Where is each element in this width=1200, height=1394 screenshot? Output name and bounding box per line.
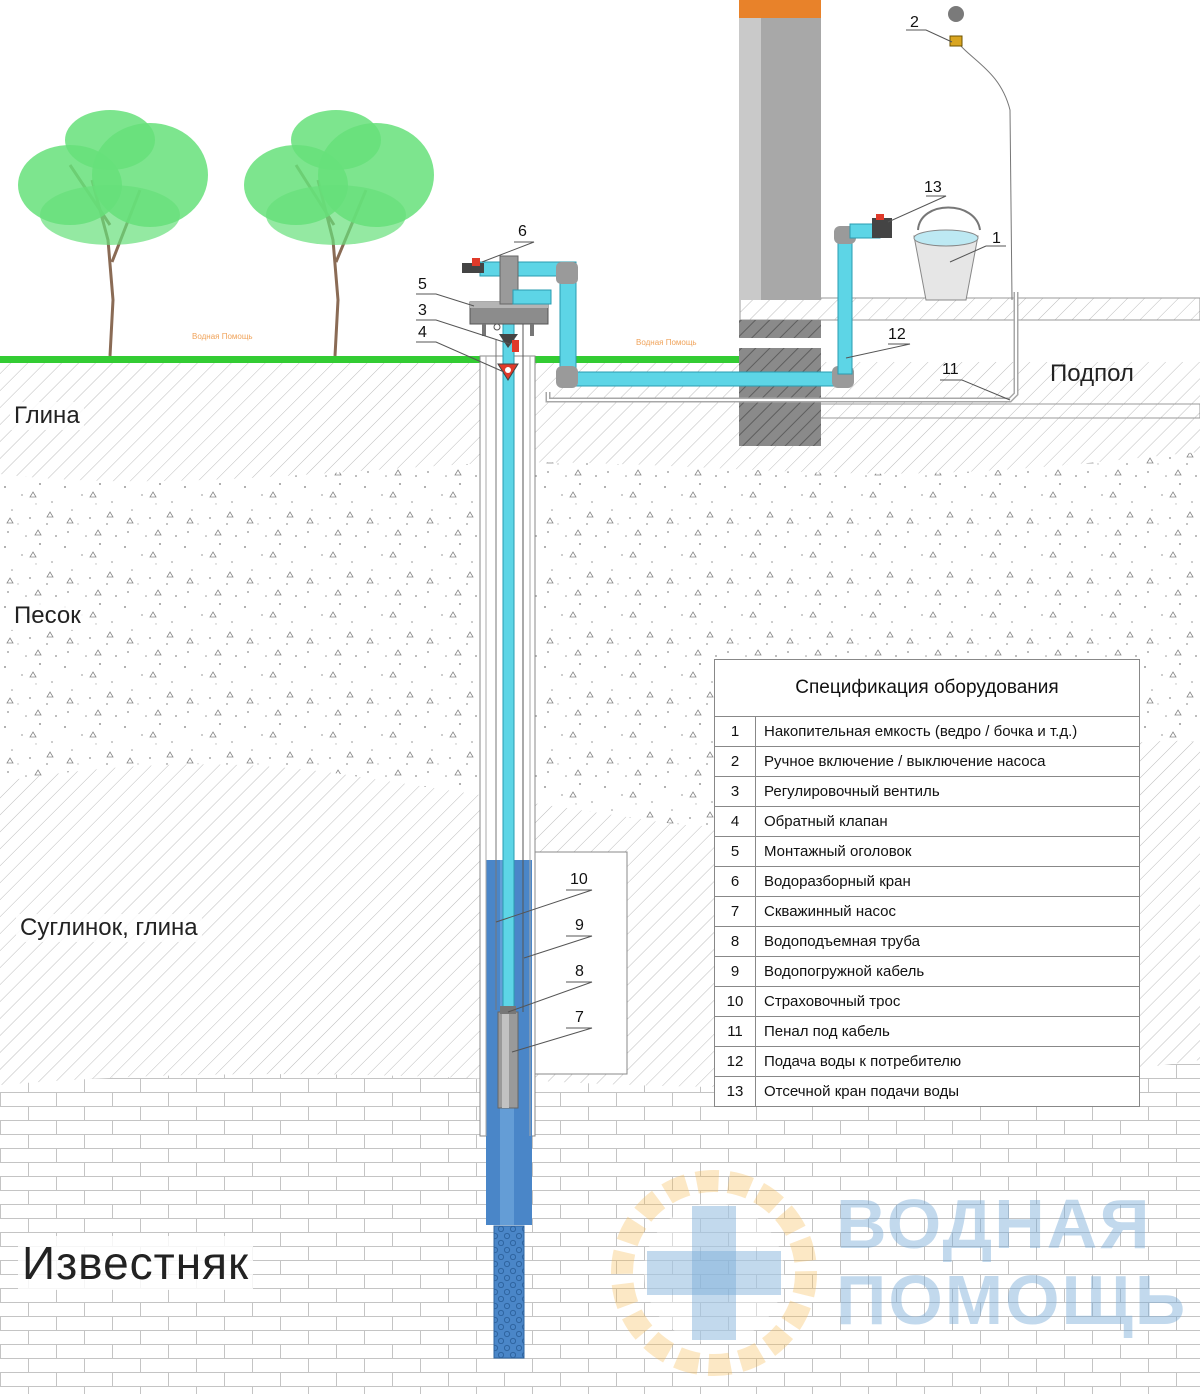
brand-logo-icon (611, 1170, 817, 1376)
callout-8: 8 (575, 963, 584, 980)
callout-3: 3 (418, 302, 427, 319)
spec-text: Подача воды к потребителю (755, 1046, 1140, 1077)
bucket-icon (913, 206, 981, 301)
tree-right (244, 110, 434, 357)
callout-13: 13 (924, 179, 942, 196)
brand-line-1: ВОДНАЯ (836, 1185, 1152, 1263)
foundation-lower (739, 348, 821, 446)
supply-line (556, 214, 892, 388)
submersible-pump (497, 1006, 519, 1109)
callout-7: 7 (575, 1009, 584, 1026)
spec-text: Монтажный оголовок (755, 836, 1140, 867)
callout-5: 5 (418, 276, 427, 293)
clay-layer-label: Глина (10, 402, 84, 430)
switch-cable (955, 39, 1013, 301)
spec-num: 13 (714, 1076, 756, 1107)
leader-lines (416, 29, 1011, 1053)
spec-text: Регулировочный вентиль (755, 776, 1140, 807)
switch-plug-icon (949, 35, 963, 47)
callout-2: 2 (910, 14, 919, 31)
loam-layer-label: Суглинок, глина (16, 914, 202, 942)
spec-text: Пенал под кабель (755, 1016, 1140, 1047)
spec-text: Водоподъемная труба (755, 926, 1140, 957)
spec-num: 6 (714, 866, 756, 897)
floor-slab (739, 297, 1200, 321)
callout-10: 10 (570, 871, 588, 888)
house (739, 0, 1200, 446)
spec-text: Накопительная емкость (ведро / бочка и т… (755, 716, 1140, 747)
spec-num: 9 (714, 956, 756, 987)
spec-num: 7 (714, 896, 756, 927)
callout-4: 4 (418, 324, 427, 341)
callout-9: 9 (575, 917, 584, 934)
filter-screen (493, 1225, 525, 1359)
spec-num: 1 (714, 716, 756, 747)
spec-num: 8 (714, 926, 756, 957)
small-watermark: Водная Помощь (192, 332, 253, 341)
callout-6: 6 (518, 223, 527, 240)
callout-1: 1 (992, 230, 1001, 247)
limestone-layer-label: Известняк (18, 1236, 254, 1290)
basement-label: Подпол (1050, 360, 1134, 387)
spec-text: Отсечной кран подачи воды (755, 1076, 1140, 1107)
callout-11: 11 (942, 361, 959, 378)
spec-text: Водопогружной кабель (755, 956, 1140, 987)
spec-text: Ручное включение / выключение насоса (755, 746, 1140, 777)
spec-num: 2 (714, 746, 756, 777)
callout-12: 12 (888, 326, 906, 343)
spec-num: 10 (714, 986, 756, 1017)
spec-num: 11 (714, 1016, 756, 1047)
lamp-icon (948, 6, 964, 22)
cable-niche (534, 851, 628, 1075)
head-pipework (462, 255, 578, 371)
spec-text: Обратный клапан (755, 806, 1140, 837)
spec-text: Страховочный трос (755, 986, 1140, 1017)
tree-left (18, 110, 208, 357)
spec-num: 5 (714, 836, 756, 867)
chimney-cap (739, 0, 821, 18)
spec-title: Спецификация оборудования (714, 659, 1140, 717)
chimney-shade (739, 10, 761, 300)
grass-line (0, 356, 740, 363)
sand-layer-label: Песок (10, 602, 85, 630)
regulating-valve (499, 334, 519, 352)
clay-layer (0, 362, 1200, 482)
spec-text: Скважинный насос (755, 896, 1140, 927)
brand-watermark: ВОДНАЯ ПОМОЩЬ (836, 1186, 1187, 1338)
small-watermark: Водная Помощь (636, 338, 697, 347)
spec-num: 3 (714, 776, 756, 807)
spec-num: 4 (714, 806, 756, 837)
riser-pipe (502, 299, 515, 1013)
spec-text: Водоразборный кран (755, 866, 1140, 897)
spec-num: 12 (714, 1046, 756, 1077)
foundation-upper (739, 320, 821, 338)
brand-line-2: ПОМОЩЬ (836, 1261, 1188, 1339)
basement-floor (819, 403, 1200, 419)
check-valve (497, 363, 519, 381)
